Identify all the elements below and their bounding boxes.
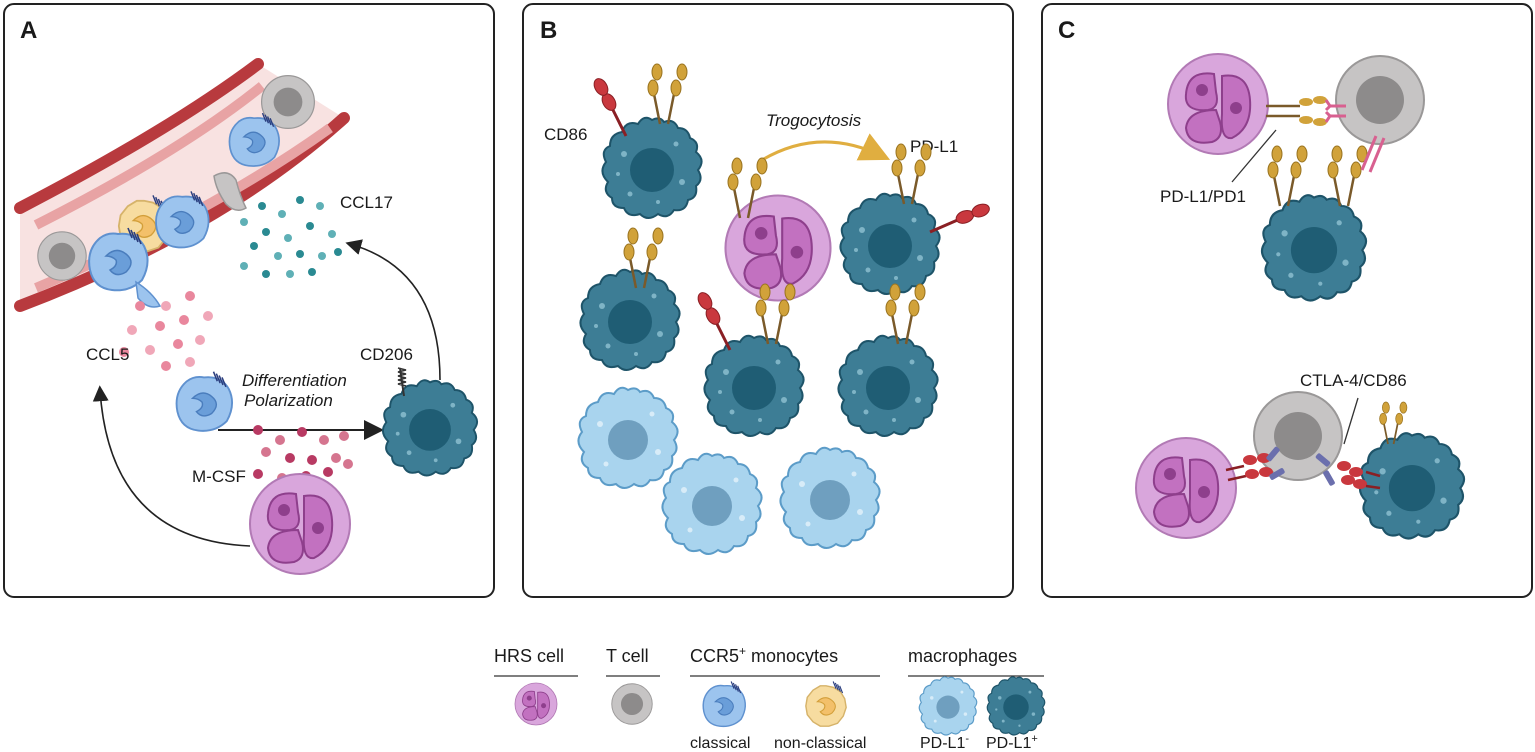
legend-t-cell-title: T cell bbox=[606, 646, 649, 666]
pd-l1-pd1-pointer bbox=[1231, 129, 1277, 183]
ccl17-chemokines bbox=[240, 196, 342, 278]
legend-macrophage-pd-l1-positive-icon bbox=[986, 676, 1046, 736]
extravasating-t-cell-icon bbox=[213, 172, 247, 211]
t-cell-icon bbox=[1335, 55, 1425, 145]
panel-a: A CCL17 bbox=[3, 3, 495, 598]
cd206-receptor-icon bbox=[397, 367, 407, 397]
hrs-cell-icon bbox=[1167, 53, 1269, 155]
pd1-receptor-icon bbox=[1360, 135, 1386, 173]
macrophage-pd-l1-positive-icon bbox=[601, 116, 703, 219]
legend-t-cell-icon bbox=[611, 683, 653, 725]
pd-l1-label: PD-L1 bbox=[910, 137, 958, 156]
macrophage-pd-l1-negative-icon bbox=[661, 452, 763, 555]
panel-c-letter: C bbox=[1058, 17, 1075, 44]
ccl5-label: CCL5 bbox=[86, 345, 129, 364]
legend-macrophage-pd-l1-negative-icon bbox=[918, 676, 978, 736]
legend-hrs-cell-title: HRS cell bbox=[494, 646, 564, 666]
legend-non-classical-label: non-classical bbox=[774, 735, 866, 752]
hrs-cell-icon bbox=[724, 194, 832, 302]
hrs-cell-icon bbox=[249, 473, 351, 575]
ctla4-cd86-binding-icon bbox=[1225, 446, 1381, 490]
legend-hrs-cell-icon bbox=[514, 682, 558, 726]
legend-classical-monocyte-icon bbox=[702, 680, 747, 728]
ctla4-cd86-pointer bbox=[1343, 397, 1359, 445]
differentiation-label: Differentiation bbox=[242, 371, 347, 390]
t-cell-icon bbox=[1253, 391, 1343, 481]
ccl17-label: CCL17 bbox=[340, 193, 393, 212]
trogocytosis-label: Trogocytosis bbox=[766, 111, 862, 130]
cd206-label: CD206 bbox=[360, 345, 413, 364]
polarization-label: Polarization bbox=[244, 391, 333, 410]
macrophage-pd-l1-positive-icon bbox=[1358, 432, 1466, 540]
macrophage-pd-l1-negative-icon bbox=[577, 386, 679, 489]
pd-l1-pd1-label: PD-L1/PD1 bbox=[1160, 187, 1246, 206]
ccl5-secretion-arrow bbox=[92, 385, 251, 547]
macrophage-pd-l1-positive-icon bbox=[381, 379, 479, 477]
macrophage-pd-l1-negative-icon bbox=[779, 446, 881, 549]
legend-pd-l1-positive-label: PD-L1+ bbox=[986, 733, 1038, 752]
macrophage-pd-l1-positive-icon bbox=[1260, 194, 1368, 302]
panel-c: C PD-L1/PD1 CTLA-4/CD86 bbox=[1041, 3, 1533, 598]
legend-monocytes-title: CCR5+ monocytes bbox=[690, 644, 838, 666]
legend: HRS cell T cell CCR5+ monocytes classica… bbox=[494, 644, 1046, 752]
legend-pd-l1-negative-label: PD-L1- bbox=[920, 733, 969, 752]
cd86-label: CD86 bbox=[544, 125, 587, 144]
legend-macrophages-title: macrophages bbox=[908, 646, 1017, 666]
pd-l1-pd1-binding-icon bbox=[1266, 96, 1346, 126]
legend-non-classical-monocyte-icon bbox=[805, 680, 847, 727]
trogocytosis-arrow bbox=[761, 133, 891, 162]
macrophage-pd-l1-positive-icon bbox=[839, 192, 941, 295]
macrophage-pd-l1-positive-icon bbox=[703, 334, 805, 437]
hrs-cell-icon bbox=[1135, 437, 1237, 539]
legend-classical-label: classical bbox=[690, 735, 750, 752]
ctla4-cd86-label: CTLA-4/CD86 bbox=[1300, 371, 1407, 390]
mcsf-label: M-CSF bbox=[192, 467, 246, 486]
panel-b-letter: B bbox=[540, 17, 557, 44]
t-cell-icon bbox=[37, 231, 87, 281]
ccl17-secretion-arrow bbox=[345, 239, 441, 381]
ccl5-chemokines bbox=[119, 291, 213, 371]
panel-a-letter: A bbox=[20, 17, 37, 44]
panel-b: B CD86 Trogocytosis PD-L1 bbox=[522, 3, 1014, 598]
macrophage-pd-l1-positive-icon bbox=[579, 268, 681, 371]
macrophage-pd-l1-positive-icon bbox=[837, 334, 939, 437]
